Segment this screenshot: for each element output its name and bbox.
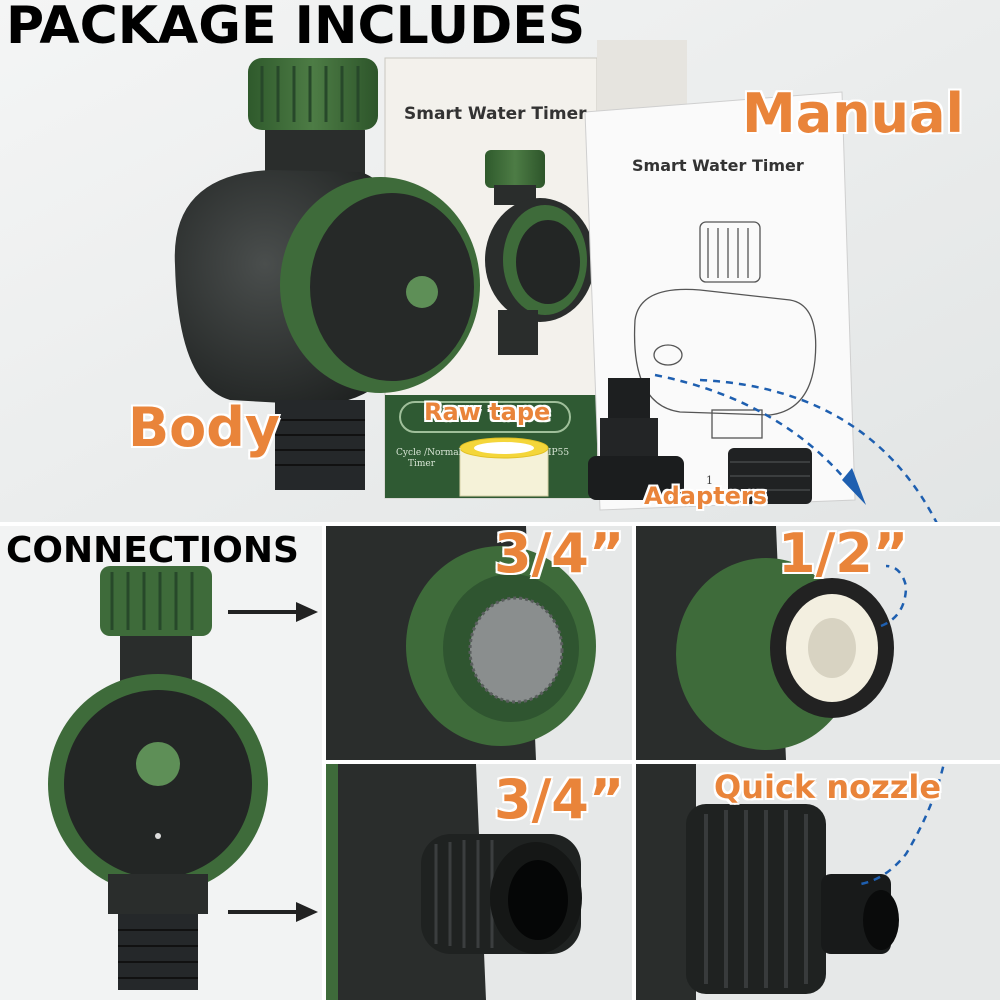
manual-label: Manual <box>742 82 965 145</box>
inlet-1-2-illustration <box>636 526 1000 760</box>
connections-panel: CONNECTIONS <box>0 526 322 1000</box>
product-box <box>384 40 687 499</box>
quick-nozzle-illustration <box>636 764 1000 1000</box>
connections-title: CONNECTIONS <box>6 530 299 571</box>
manual-sheet <box>584 91 856 511</box>
inlet-1-2-label: 1/2” <box>778 526 909 585</box>
box-footer-left-2: Timer <box>408 459 436 469</box>
adapters-set <box>588 378 812 504</box>
box-footer-right: IP55 <box>548 448 570 458</box>
package-panel: PACKAGE INCLUDES Body Raw tape Manual Ad… <box>0 0 1000 522</box>
arrow-head-icon <box>842 468 866 505</box>
raw-tape-roll <box>459 437 549 497</box>
outlet-3-4-label: 3/4” <box>494 768 625 831</box>
raw-tape-label: Raw tape <box>424 398 551 426</box>
quick-nozzle-label: Quick nozzle <box>714 768 942 806</box>
inlet-3-4-illustration <box>326 526 632 760</box>
adapter-arrows <box>654 373 938 522</box>
quick-nozzle-panel: Quick nozzle <box>636 764 1000 1000</box>
body-label: Body <box>128 396 281 459</box>
timer-front-illustration <box>48 566 318 990</box>
adapters-label: Adapters <box>644 482 767 510</box>
inlet-arrow-icon <box>228 602 318 622</box>
outlet-3-4-illustration <box>326 764 632 1000</box>
box-title: Smart Water Timer <box>404 104 587 124</box>
timer-body <box>174 58 480 490</box>
inlet-1-2-panel: 1/2” <box>636 526 1000 760</box>
package-illustration <box>0 0 1000 522</box>
box-footer-left: Cycle /Normal <box>396 448 462 458</box>
outlet-3-4-panel: 3/4” <box>326 764 632 1000</box>
page-title: PACKAGE INCLUDES <box>6 0 586 56</box>
outlet-arrow-icon <box>228 902 318 922</box>
inlet-3-4-panel: 3/4” <box>326 526 632 760</box>
manual-title: Smart Water Timer <box>632 156 804 175</box>
manual-page-number: 1 <box>706 474 713 487</box>
inlet-3-4-label: 3/4” <box>494 526 625 585</box>
